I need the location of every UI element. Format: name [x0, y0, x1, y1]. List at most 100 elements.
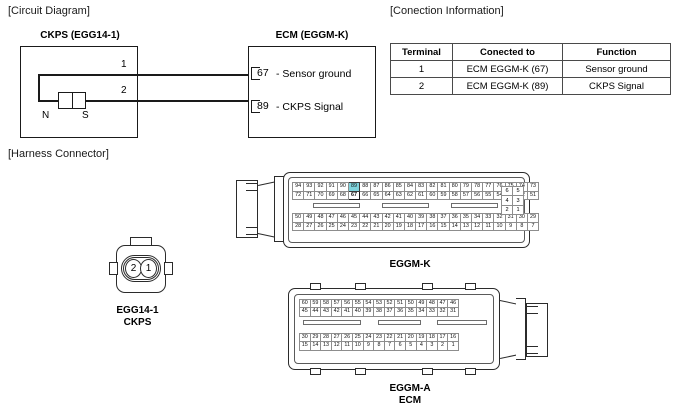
pin-65: 65	[370, 190, 383, 201]
pin-6: 6	[394, 341, 406, 351]
wire-2-line-left	[38, 100, 58, 102]
pin-row: 4 3	[501, 195, 524, 206]
pin-4: 4	[501, 195, 513, 206]
pin-row: 50 49 48 47 46 45 44 43 42 41 40 39 38 3…	[291, 213, 540, 223]
pin-12: 12	[330, 341, 343, 351]
pin-58: 58	[320, 298, 332, 309]
pin-81: 81	[437, 182, 450, 192]
pin-40: 40	[403, 213, 417, 223]
pin-59: 59	[437, 190, 450, 201]
header-function: Function	[562, 43, 671, 61]
pin-63: 63	[392, 190, 405, 201]
pin-31: 31	[447, 307, 459, 317]
pin-55: 55	[351, 298, 364, 309]
pin-56: 56	[470, 190, 484, 201]
pin-88: 88	[359, 182, 372, 192]
pin-13: 13	[320, 341, 332, 351]
eggm-a-keybar-3	[437, 320, 487, 325]
pin-34: 34	[470, 213, 484, 223]
pin-21: 21	[394, 332, 406, 343]
pin-42: 42	[330, 307, 343, 317]
pin-69: 69	[325, 190, 338, 201]
connection-table-wrapper: Terminal Conected to Function 1 ECM EGGM…	[390, 43, 671, 95]
pin-24: 24	[362, 332, 375, 343]
pin-10: 10	[493, 221, 506, 232]
pin-23: 23	[347, 221, 361, 232]
pin-8: 8	[515, 221, 528, 232]
pin-row: 60 59 58 57 56 55 54 53 52 51 50 49 48 4…	[299, 298, 459, 309]
pin-16: 16	[447, 332, 459, 343]
pin-19: 19	[415, 332, 428, 343]
pin-57: 57	[459, 190, 473, 201]
magnet-pickup-symbol	[58, 92, 86, 109]
table-row: 2 ECM EGGM-K (89) CKPS Signal	[390, 77, 671, 95]
eggm-a-latch-top-2	[355, 283, 366, 290]
pin-24: 24	[336, 221, 349, 232]
cell-terminal-1: 1	[390, 60, 453, 78]
pin-36: 36	[448, 213, 461, 223]
pin-38: 38	[373, 307, 385, 317]
pin-36: 36	[394, 307, 406, 317]
ckps-left-tab	[109, 262, 118, 275]
pin-68: 68	[336, 190, 349, 201]
pin-33: 33	[482, 213, 495, 223]
pin-60: 60	[299, 298, 311, 309]
ckps-box-title: CKPS (EGG14-1)	[40, 30, 120, 41]
pin-14: 14	[309, 341, 322, 351]
eggm-a-grid-top: 60 59 58 57 56 55 54 53 52 51 50 49 48 4…	[299, 298, 459, 317]
pin-29: 29	[309, 332, 322, 343]
ecm-terminal-67-text: - Sensor ground	[276, 67, 352, 80]
wire-1-line	[38, 74, 249, 76]
pin-66: 66	[359, 190, 372, 201]
pin-70: 70	[314, 190, 327, 201]
pin-4: 4	[415, 341, 428, 351]
pin-20: 20	[381, 221, 394, 232]
pin-row: 6 5	[501, 185, 524, 197]
header-connected-to: Conected to	[452, 43, 563, 61]
cell-connected-2: ECM EGGM-K (89)	[452, 77, 563, 95]
pin-row: 15 14 13 12 11 10 9 8 7 6 5 4 3 2 1	[299, 341, 459, 351]
eggm-k-shroud-notch-top	[246, 183, 258, 191]
pin-6: 6	[501, 185, 513, 197]
pin-78: 78	[470, 182, 484, 192]
pin-37: 37	[437, 213, 450, 223]
pin-83: 83	[415, 182, 428, 192]
pin-44: 44	[309, 307, 322, 317]
eggm-a-latch-top-1	[310, 283, 321, 290]
circuit-diagram-heading: [Circuit Diagram]	[8, 5, 90, 17]
pin-46: 46	[447, 298, 459, 309]
pin-12: 12	[470, 221, 484, 232]
eggm-a-latch-bottom-1	[310, 368, 321, 375]
eggm-k-grid-bottom: 50 49 48 47 46 45 44 43 42 41 40 39 38 3…	[291, 213, 540, 232]
pin-1: 1	[447, 341, 459, 351]
pin-34: 34	[415, 307, 428, 317]
pin-44: 44	[359, 213, 372, 223]
pin-60: 60	[426, 190, 439, 201]
pin-28: 28	[291, 221, 305, 232]
wire-2-number: 2	[121, 85, 127, 96]
pin-9: 9	[504, 221, 517, 232]
eggm-k-shroud	[236, 180, 258, 238]
pin-22: 22	[359, 221, 372, 232]
pin-17: 17	[436, 332, 449, 343]
eggm-a-label-1: EGGM-A	[389, 383, 431, 394]
eggm-a-shroud-notch-top	[526, 306, 538, 314]
eggm-a-grid-bottom: 30 29 28 27 26 25 24 23 22 21 20 19 18 1…	[299, 332, 459, 351]
pin-40: 40	[351, 307, 364, 317]
eggm-a-label-2: ECM	[398, 395, 422, 406]
pin-27: 27	[330, 332, 343, 343]
wire-1-number: 1	[121, 59, 127, 70]
pin-43: 43	[370, 213, 383, 223]
pin-46: 46	[336, 213, 349, 223]
pin-39: 39	[362, 307, 375, 317]
pin-48: 48	[314, 213, 327, 223]
pin-2: 2	[501, 204, 513, 216]
pin-51: 51	[526, 190, 540, 201]
pin-35: 35	[459, 213, 473, 223]
pin-8: 8	[373, 341, 385, 351]
eggm-a-neck	[516, 298, 526, 360]
pin-56: 56	[341, 298, 353, 309]
pin-61: 61	[415, 190, 428, 201]
pin-52: 52	[383, 298, 396, 309]
